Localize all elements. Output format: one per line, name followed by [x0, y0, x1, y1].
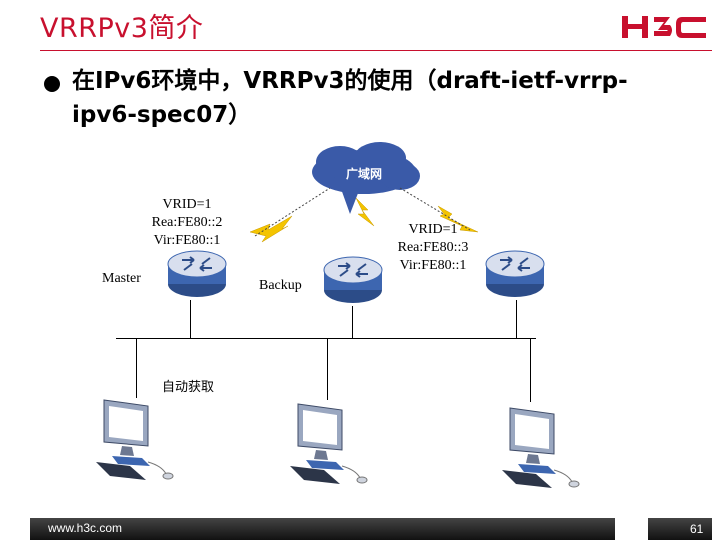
backup-virtual-address: Vir:FE80::1 — [399, 258, 467, 273]
link-line — [530, 338, 531, 402]
link-line — [352, 306, 353, 338]
backup-real-address: Rea:FE80::3 — [397, 240, 469, 255]
router-icon — [167, 250, 227, 297]
title-divider — [40, 50, 712, 51]
auto-config-label: 自动获取 — [162, 380, 215, 395]
master-info: VRID=1 Rea:FE80::2 Vir:FE80::1 — [132, 196, 242, 250]
footer-bar — [30, 518, 615, 540]
link-line — [327, 338, 328, 400]
backup-label: Backup — [259, 278, 302, 293]
backup-info: VRID=1 Rea:FE80::3 Vir:FE80::1 — [378, 221, 488, 275]
footer-url: www.h3c.com — [48, 521, 123, 535]
lightning-icon — [355, 197, 375, 227]
master-virtual-address: Vir:FE80::1 — [153, 233, 221, 248]
master-label: Master — [102, 271, 141, 286]
router-icon — [485, 250, 545, 297]
bullet-text: 在IPv6环境中，VRRPv3的使用（draft-ietf-vrrp- ipv6… — [72, 64, 692, 132]
page-number-box — [648, 518, 712, 540]
cloud-label: 广域网 — [345, 167, 382, 181]
master-vrid: VRID=1 — [162, 197, 212, 212]
bullet-line-2: ipv6-spec07） — [72, 102, 252, 128]
h3c-logo — [622, 16, 706, 38]
cloud-icon — [312, 142, 420, 214]
slide-title: VRRPv3简介 — [40, 13, 204, 44]
lightning-icon — [249, 215, 293, 243]
page-number: 61 — [690, 522, 704, 536]
pc-icon — [96, 399, 174, 480]
link-line — [136, 338, 137, 398]
lan-segment — [116, 338, 536, 339]
pc-icon — [290, 403, 368, 484]
link-line — [516, 300, 517, 338]
router-icon — [323, 256, 383, 303]
backup-vrid: VRID=1 — [408, 222, 458, 237]
bullet-line-1: 在IPv6环境中，VRRPv3的使用（draft-ietf-vrrp- — [72, 68, 628, 94]
pc-icon — [502, 407, 580, 488]
master-real-address: Rea:FE80::2 — [151, 215, 223, 230]
link-line — [190, 300, 191, 338]
bullet-icon — [44, 76, 60, 92]
lightning-icon — [437, 205, 479, 233]
